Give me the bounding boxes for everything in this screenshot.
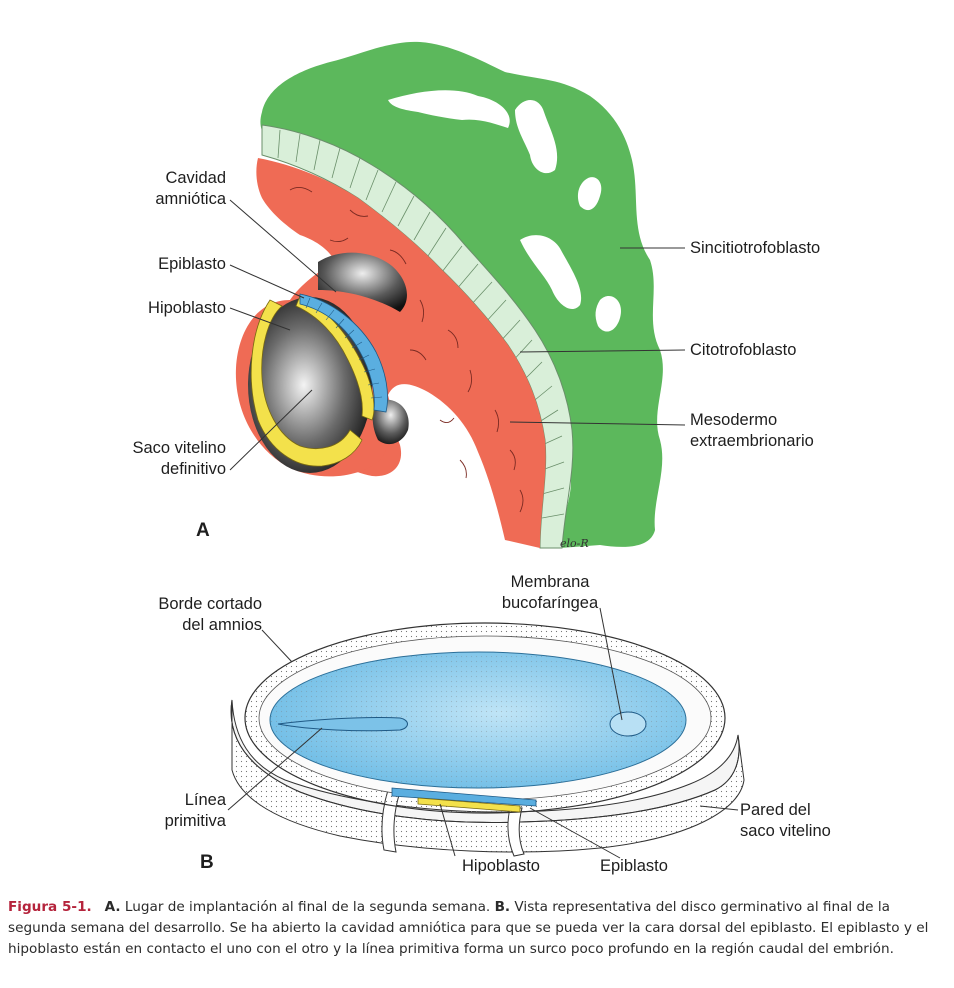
- illustration: [227, 41, 745, 859]
- leader-lines-a: [229, 199, 686, 471]
- leader-lines-b: [227, 607, 739, 859]
- label-hipoblasto-b: Hipoblasto: [462, 857, 540, 875]
- label-sincitiotrofoblasto: Sincitiotrofoblasto: [690, 239, 821, 257]
- label-mesodermo: Mesodermo extraembrionario: [690, 411, 814, 450]
- label-epiblasto-a: Epiblasto: [158, 255, 226, 273]
- caption-b-label: B.: [494, 899, 511, 915]
- caption-a-label: A.: [104, 899, 121, 915]
- label-citotrofoblasto: Citotrofoblasto: [690, 341, 797, 359]
- label-saco-vitelino: Saco vitelino definitivo: [132, 439, 226, 478]
- label-borde-cortado: Borde cortado del amnios: [158, 595, 262, 634]
- label-linea-primitiva: Línea primitiva: [164, 791, 226, 830]
- panel-a-label: A: [196, 520, 210, 541]
- oropharyngeal-membrane: [609, 711, 647, 737]
- epiblast-layer: [299, 293, 388, 413]
- primitive-streak: [277, 716, 408, 732]
- hypoblast-layer: [250, 295, 375, 467]
- caption-b-text: Vista representativa del disco germinati…: [8, 899, 929, 957]
- label-hipoblasto-a: Hipoblasto: [148, 299, 226, 317]
- germinal-disc: [269, 651, 687, 789]
- figure-caption: Figura 5-1. A. Lugar de implantación al …: [8, 897, 946, 960]
- disc-section-layers: [391, 787, 537, 813]
- label-cavidad-amniotica: Cavidad amniótica: [155, 169, 226, 208]
- label-membrana: Membrana bucofaríngea: [501, 573, 599, 612]
- caption-a-text: Lugar de implantación al final de la seg…: [120, 899, 495, 915]
- yolk-sac-wall: [230, 699, 745, 857]
- figure-number: Figura 5-1.: [8, 899, 92, 915]
- artist-signature: elo-R: [560, 537, 589, 550]
- label-epiblasto-b: Epiblasto: [600, 857, 668, 875]
- panel-b-label: B: [200, 852, 214, 873]
- label-pared-saco: Pared del saco vitelino: [740, 801, 831, 840]
